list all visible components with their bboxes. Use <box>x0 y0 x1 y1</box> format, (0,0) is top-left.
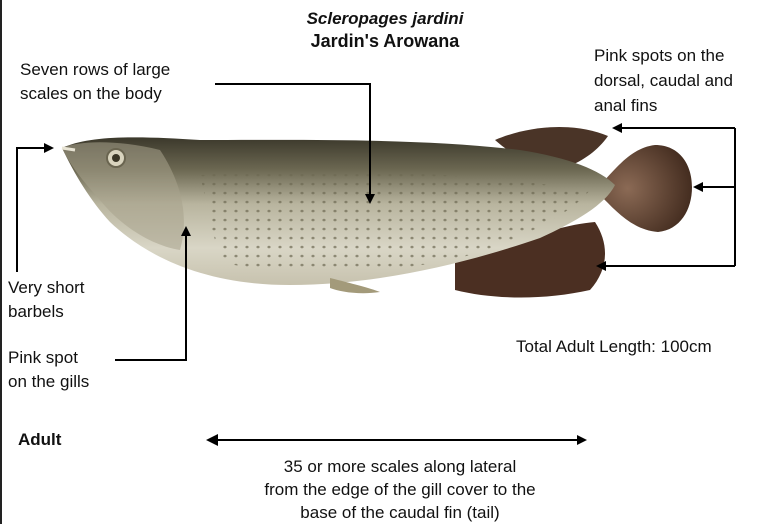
gill-spot-label-line1: Pink spot <box>8 347 78 368</box>
total-length-label: Total Adult Length: 100cm <box>516 336 712 357</box>
barbel <box>62 148 75 150</box>
pink-spots-fins-label-line1: Pink spots on the <box>594 45 724 66</box>
barbels-label-line1: Very short <box>8 277 85 298</box>
caudal-fin <box>600 145 692 232</box>
barbels-label-line2: barbels <box>8 301 64 322</box>
pink-spots-fins-label-line3: anal fins <box>594 95 657 116</box>
lateral-scales-label-line3: base of the caudal fin (tail) <box>200 502 600 523</box>
pink-spots-fins-label-line2: dorsal, caudal and <box>594 70 733 91</box>
gill-spot-label-line2: on the gills <box>8 371 89 392</box>
lateral-scales-label-line1: 35 or more scales along lateral <box>200 456 600 477</box>
scales-rows-label-line1: Seven rows of large <box>20 59 170 80</box>
stage-label: Adult <box>18 429 61 450</box>
scales-rows-label-line2: scales on the body <box>20 83 162 104</box>
lateral-scales-label-line2: from the edge of the gill cover to the <box>200 479 600 500</box>
